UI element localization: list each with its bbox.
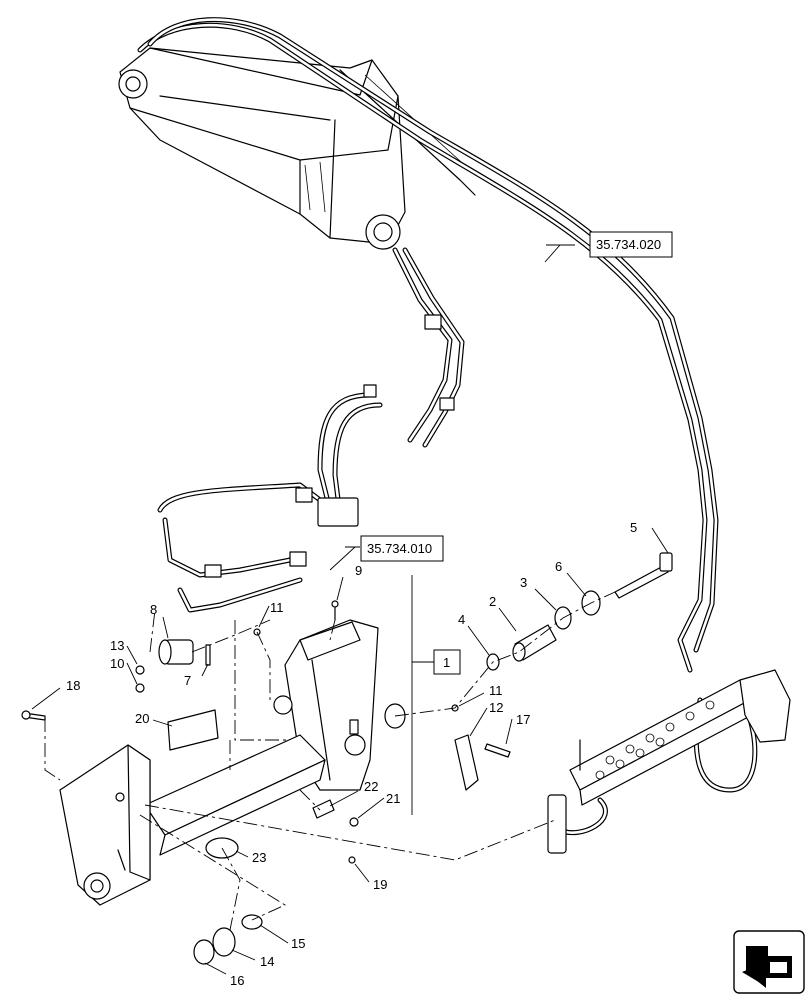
callout-9: 9 [355,563,362,578]
callout-23: 23 [252,850,266,865]
callout-16: 16 [230,973,244,988]
callout-5: 5 [630,520,637,535]
reference-boxes: 35.734.020 35.734.010 1 [360,231,673,675]
ref-box-boom-lines[interactable] [589,231,673,258]
callout-19: 19 [373,877,387,892]
hydraulic-hoses [137,17,758,836]
ref-boom-lines[interactable]: 35.734.020 [596,237,661,252]
callout-7: 7 [184,673,191,688]
ref-box-assembly [433,649,461,675]
callout-20: 20 [135,711,149,726]
leader-lines [31,244,669,975]
callout-4: 4 [458,612,465,627]
callout-13: 13 [110,638,124,653]
ref-assembly: 1 [443,655,450,670]
navigation-arrow-icon[interactable] [733,930,805,994]
assembly-lines [44,591,616,931]
callout-15: 15 [291,936,305,951]
callout-2: 2 [489,594,496,609]
callout-11a: 11 [270,600,284,615]
callout-labels: 2 3 4 5 6 7 8 9 10 11 11 12 13 14 15 16 … [66,520,637,988]
callout-21: 21 [386,791,400,806]
coupler-frame [59,619,379,906]
valve-manifold [547,669,791,854]
callout-17: 17 [516,712,530,727]
callout-14: 14 [260,954,274,969]
callout-18: 18 [66,678,80,693]
ref-coupler-lines[interactable]: 35.734.010 [367,541,432,556]
callout-3: 3 [520,575,527,590]
callout-6: 6 [555,559,562,574]
callout-11b: 11 [489,683,503,698]
callout-22: 22 [364,779,378,794]
boom-arm [118,47,476,250]
callout-10: 10 [110,656,124,671]
ref-box-coupler-lines[interactable] [360,535,444,562]
callout-12: 12 [489,700,503,715]
loose-parts [21,552,673,965]
callout-8: 8 [150,602,157,617]
